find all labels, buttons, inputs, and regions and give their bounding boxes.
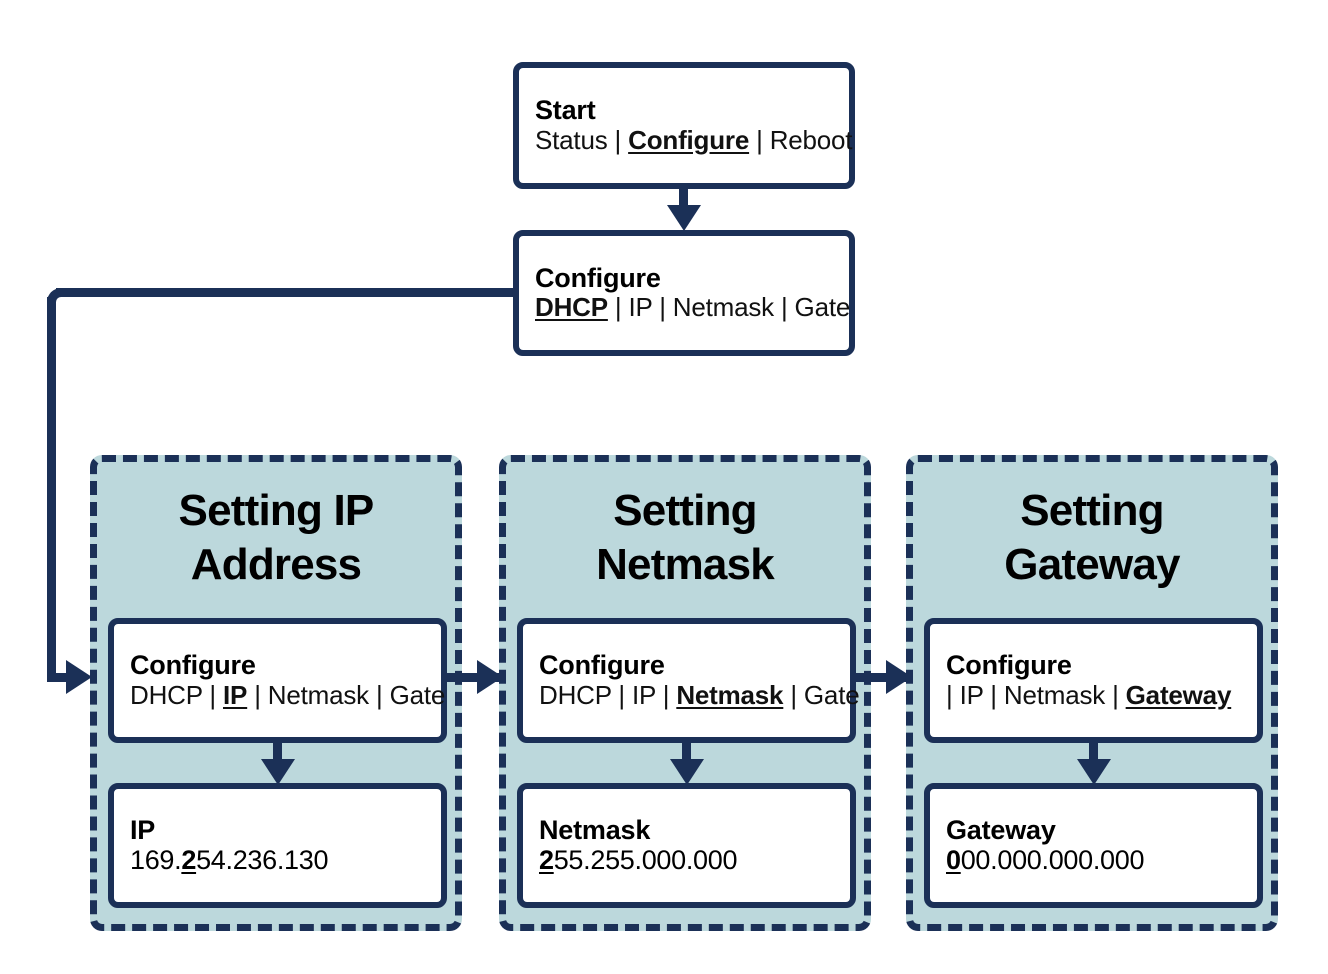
stage-netmask-menu-prefix: DHCP | IP | (539, 679, 677, 710)
stage-netmask-configure-box[interactable]: Configure DHCP | IP | Netmask | Gate (517, 618, 860, 743)
start-menu-selected[interactable]: Configure (628, 124, 750, 155)
stage-title-ip-line1: Setting IP (178, 486, 375, 535)
stage-title-netmask-line1: Setting (613, 486, 757, 535)
stage-netmask-value-cursor[interactable]: 2 (539, 845, 554, 876)
loop-segment-bottom (47, 673, 78, 682)
configure-menu-selected[interactable]: DHCP (535, 292, 608, 323)
arrowhead-stage-gateway-internal (1077, 759, 1111, 785)
stage-ip-configure-title: Configure (130, 650, 256, 681)
connector-start-to-configure (679, 189, 688, 211)
stage-title-ip: Setting IP Address (97, 484, 455, 592)
start-node[interactable]: Start Status | Configure | Reboot (513, 62, 855, 189)
stage-ip-configure-menu: DHCP | IP | Netmask | Gate (130, 679, 445, 711)
stage-gateway-value-box[interactable]: Gateway 000.000.000.000 (924, 783, 1263, 908)
connector-stage-ip-to-netmask (447, 673, 505, 682)
stage-gateway-value-cursor[interactable]: 0 (946, 845, 961, 876)
connector-stage-netmask-internal (682, 743, 691, 765)
stage-gateway-value-title: Gateway (946, 814, 1056, 845)
stage-netmask-value-box[interactable]: Netmask 255.255.000.000 (517, 783, 856, 908)
stage-gateway-value-suffix: 00.000.000.000 (960, 845, 1145, 876)
stage-ip-configure-box[interactable]: Configure DHCP | IP | Netmask | Gate (108, 618, 447, 743)
stage-title-netmask-line2: Netmask (596, 540, 775, 590)
connector-stage-gateway-internal (1089, 743, 1098, 765)
configure-menu-suffix: | IP | Netmask | Gate (607, 292, 851, 323)
stage-ip-value-title: IP (130, 814, 156, 845)
configure-node-menu: DHCP | IP | Netmask | Gate (535, 292, 850, 323)
stage-netmask-configure-title: Configure (539, 650, 665, 681)
stage-title-gateway-line2: Gateway (1004, 540, 1180, 590)
stage-title-ip-line2: Address (190, 540, 362, 590)
start-menu-suffix: | Reboot (749, 124, 853, 155)
stage-netmask-menu-selected[interactable]: Netmask (676, 679, 784, 710)
stage-ip-value-text: 169.254.236.130 (130, 845, 431, 876)
stage-ip-value-prefix: 169. (130, 845, 182, 876)
connector-stage-ip-internal (273, 743, 282, 765)
stage-netmask-value-title: Netmask (539, 814, 651, 845)
arrowhead-loop-to-stage1 (66, 660, 92, 694)
stage-gateway-menu-prefix: | IP | Netmask | (946, 679, 1126, 710)
stage-gateway-configure-menu: | IP | Netmask | Gateway (946, 679, 1247, 711)
stage-netmask-configure-menu: DHCP | IP | Netmask | Gate (539, 679, 860, 711)
stage-gateway-configure-box[interactable]: Configure | IP | Netmask | Gateway (924, 618, 1263, 743)
start-node-title: Start (535, 95, 596, 126)
arrowhead-stage-netmask-internal (670, 759, 704, 785)
stage-ip-menu-prefix: DHCP | (130, 679, 224, 710)
stage-netmask-value-text: 255.255.000.000 (539, 845, 840, 876)
stage-netmask-value-suffix: 55.255.000.000 (553, 845, 738, 876)
start-node-menu: Status | Configure | Reboot (535, 124, 853, 156)
arrowhead-start-to-configure (667, 205, 701, 231)
arrowhead-stage-ip-internal (261, 759, 295, 785)
stage-ip-value-cursor[interactable]: 2 (181, 845, 197, 876)
stage-gateway-value-text: 000.000.000.000 (946, 845, 1247, 876)
loop-segment-top (56, 288, 516, 297)
loop-segment-vertical (47, 297, 56, 678)
arrowhead-stage-ip-to-netmask (477, 660, 503, 694)
stage-ip-menu-selected[interactable]: IP (223, 679, 248, 710)
stage-gateway-menu-selected[interactable]: Gateway (1125, 679, 1232, 710)
stage-netmask-menu-suffix: | Gate (783, 679, 860, 710)
stage-ip-value-suffix: 54.236.130 (196, 845, 329, 876)
stage-title-gateway-line1: Setting (1020, 486, 1164, 535)
stage-gateway-configure-title: Configure (946, 650, 1072, 681)
configure-node[interactable]: Configure DHCP | IP | Netmask | Gate (513, 230, 855, 356)
start-menu-prefix: Status | (535, 124, 629, 155)
stage-ip-value-box[interactable]: IP 169.254.236.130 (108, 783, 447, 908)
connector-stage-netmask-to-gateway (856, 673, 914, 682)
stage-ip-menu-suffix: | Netmask | Gate (247, 679, 446, 710)
configure-node-title: Configure (535, 262, 661, 293)
